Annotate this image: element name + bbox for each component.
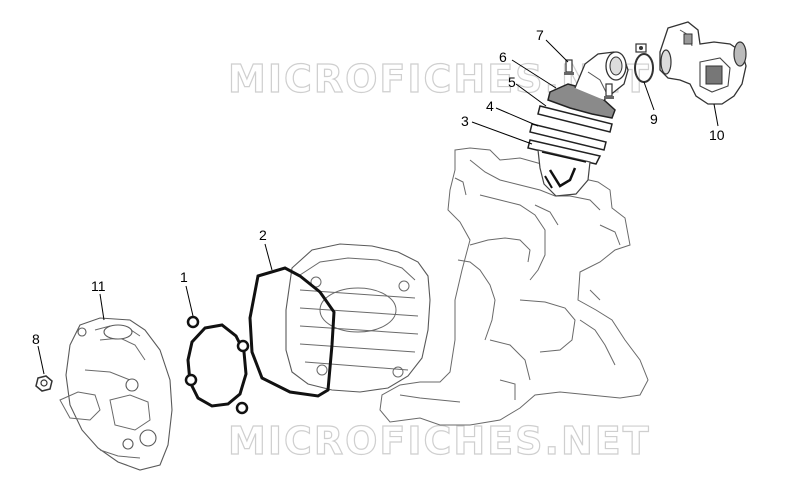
watermark-bottom: MICROFICHES.NET [228,419,651,463]
callout-8: 8 [32,331,40,347]
callout-2: 2 [259,227,267,243]
leader-lines [37,39,719,375]
callout-labels: 1 2 3 4 5 6 7 8 9 10 11 [32,27,725,347]
callout-4: 4 [486,98,494,114]
cylinder-block [285,243,431,393]
callout-3: 3 [461,113,469,129]
callout-9: 9 [650,111,658,127]
intake-manifold-part-6[interactable] [547,51,629,119]
callout-6: 6 [499,49,507,65]
callout-1: 1 [180,269,188,285]
gasket-part-2[interactable] [248,266,336,398]
nut-part-8[interactable] [35,375,53,392]
callout-5: 5 [508,74,516,90]
screw-part-7[interactable] [564,59,614,99]
callout-7: 7 [536,27,544,43]
callout-11: 11 [91,278,106,294]
engine-crankcase [379,147,649,426]
reed-valve-part-3[interactable] [527,139,602,197]
seal-part-1[interactable] [184,315,250,415]
head-cover-part-11[interactable] [59,317,173,471]
gasket-part-4[interactable] [529,123,607,151]
carburetor-part-10[interactable] [659,21,747,105]
gasket-part-5[interactable] [537,105,613,133]
callout-10: 10 [709,127,725,143]
